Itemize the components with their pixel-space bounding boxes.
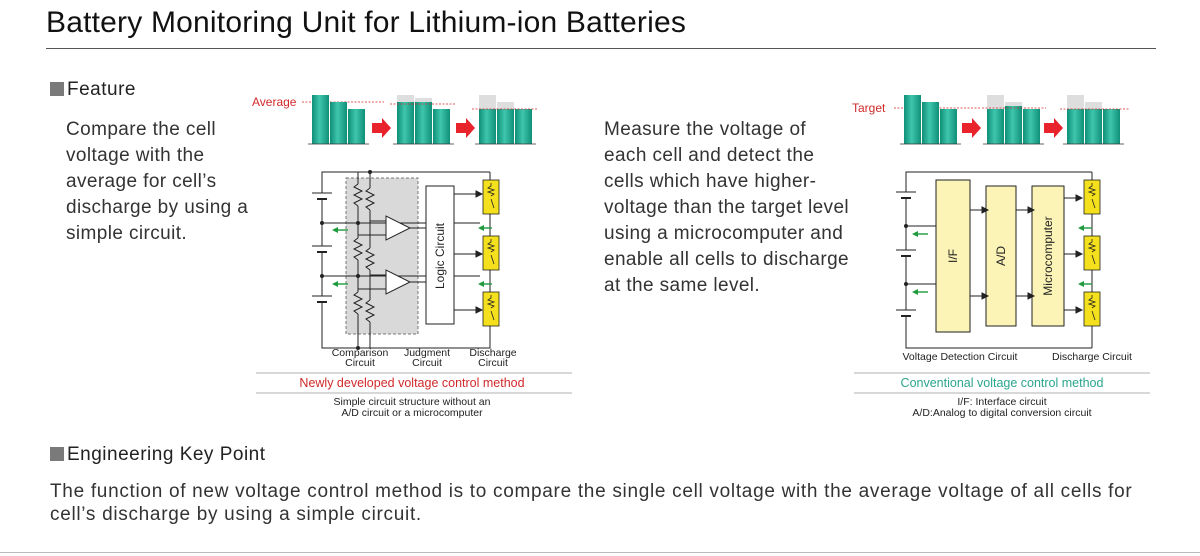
voltage-detection-schematic [896, 171, 1093, 349]
new-method-note-2: A/D circuit or a microcomputer [341, 407, 483, 419]
logic-circuit-label: Logic Circuit [433, 222, 447, 289]
conventional-note-1: I/F: Interface circuit [957, 396, 1046, 408]
arrow-right-icon [372, 118, 391, 138]
discharge-switches [1083, 179, 1101, 327]
new-method-caption: Newly developed voltage control method [299, 376, 524, 390]
bottom-divider [0, 552, 1200, 553]
ad-block-label: A/D [994, 246, 1008, 266]
interface-block-label: I/F [946, 249, 960, 263]
conventional-note-2: A/D:Analog to digital conversion circuit [912, 407, 1091, 419]
discharge-circuit-label: Discharge Circuit [1052, 351, 1132, 363]
key-point-heading-label: Engineering Key Point [67, 444, 266, 465]
judgment-label-2: Circuit [412, 357, 442, 369]
conventional-method-diagram: Target [852, 95, 1150, 419]
cell-bars-after [1060, 95, 1130, 145]
comparison-label-2: Circuit [345, 357, 375, 369]
arrow-right-icon [1044, 118, 1063, 138]
average-label: Average [252, 95, 297, 109]
feature-heading: Feature [50, 79, 136, 101]
discharge-label-1: Discharge [469, 347, 516, 359]
new-method-note-1: Simple circuit structure without an [334, 396, 491, 408]
new-method-diagram: Average [252, 95, 572, 419]
cell-bars-mid [982, 95, 1046, 145]
arrow-right-icon [962, 118, 981, 138]
voltage-detection-label: Voltage Detection Circuit [903, 351, 1018, 363]
judgment-label-1: Judgment [404, 347, 450, 359]
feature-heading-label: Feature [67, 79, 136, 100]
cell-bars-before [308, 95, 369, 145]
conventional-method-caption: Conventional voltage control method [901, 376, 1104, 390]
square-bullet-icon [50, 447, 64, 461]
comparison-circuit-schematic [312, 171, 491, 349]
discharge-label-2: Circuit [478, 357, 508, 369]
target-label: Target [852, 101, 886, 115]
cell-bars-after [472, 95, 538, 145]
feature-left-text: Compare the cell voltage with the averag… [66, 119, 249, 244]
feature-right-text: Measure the voltage of each cell and det… [604, 119, 850, 296]
key-point-text: The function of new voltage control meth… [50, 481, 1133, 525]
microcomputer-block-label: Microcomputer [1041, 216, 1055, 295]
green-arrows [332, 225, 492, 287]
square-bullet-icon [50, 82, 64, 96]
cell-bars-mid [390, 95, 456, 145]
discharge-switches [482, 179, 500, 327]
green-arrows [912, 225, 1092, 295]
key-point-heading: Engineering Key Point [50, 444, 266, 466]
junction-dots [320, 170, 372, 350]
junction-dots [904, 224, 908, 286]
comparison-label-1: Comparison [332, 347, 389, 359]
arrow-right-icon [456, 118, 475, 138]
title-divider [46, 48, 1156, 49]
page-title: Battery Monitoring Unit for Lithium-ion … [46, 6, 687, 39]
cell-bars-before [900, 95, 961, 145]
